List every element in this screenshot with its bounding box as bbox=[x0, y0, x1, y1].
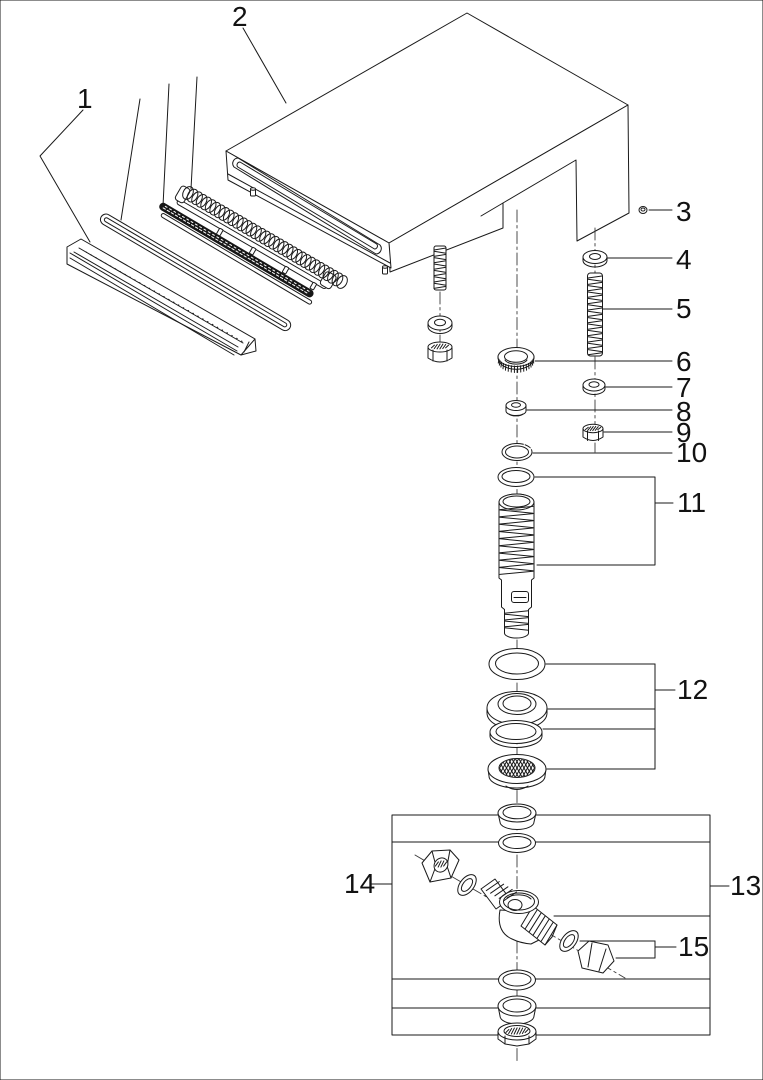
callout-5: 5 bbox=[676, 293, 692, 324]
cascade-coil-rail bbox=[174, 185, 337, 291]
spout-slot bbox=[232, 157, 382, 255]
o-ring-box-top bbox=[498, 833, 536, 853]
cascade-gasket bbox=[99, 213, 292, 332]
bevel-ring-bottom bbox=[497, 995, 537, 1025]
o-ring-box-lower bbox=[498, 969, 536, 991]
screw-3 bbox=[638, 206, 648, 214]
callout-1-leaders bbox=[39, 76, 198, 243]
bracket-12 bbox=[542, 663, 676, 770]
decorations bbox=[182, 186, 603, 1035]
hex-locknut-bottom bbox=[497, 1022, 537, 1047]
connector-box bbox=[391, 814, 711, 1036]
knurled-ring-6 bbox=[497, 347, 535, 370]
strainer-nut-12 bbox=[487, 754, 547, 790]
callout-2-leader bbox=[242, 27, 287, 104]
callout-2: 2 bbox=[232, 1, 248, 32]
riser-tube-11 bbox=[498, 493, 535, 639]
callout-13: 13 bbox=[730, 870, 761, 901]
bracket-15 bbox=[579, 940, 677, 959]
ring-10 bbox=[501, 440, 534, 461]
callout-3: 3 bbox=[676, 196, 692, 227]
box-13 bbox=[391, 814, 711, 1036]
washer-7 bbox=[582, 378, 606, 395]
cascade-mesh-strip bbox=[159, 202, 314, 305]
callout-7: 7 bbox=[676, 372, 692, 403]
callout-8: 8 bbox=[676, 396, 692, 427]
cascade-insert bbox=[66, 185, 337, 356]
callout-15: 15 bbox=[678, 931, 709, 962]
washer-left-stud bbox=[427, 315, 453, 334]
ring-12 bbox=[489, 720, 543, 748]
spout-body bbox=[225, 12, 630, 275]
callout-labels: 1 2 3 4 5 6 7 8 9 10 11 12 13 14 15 bbox=[77, 1, 761, 962]
callout-6: 6 bbox=[676, 346, 692, 377]
callout-leaders bbox=[370, 206, 730, 959]
set-screw-left bbox=[250, 187, 256, 197]
callout-14: 14 bbox=[344, 868, 375, 899]
callout-11: 11 bbox=[677, 487, 706, 518]
o-ring-12 bbox=[488, 648, 546, 680]
callout-10: 10 bbox=[676, 437, 707, 468]
washer-tee-right bbox=[559, 930, 579, 952]
escutcheon-12 bbox=[486, 691, 548, 730]
tee-assembly bbox=[421, 849, 615, 974]
set-screw-right bbox=[382, 265, 388, 275]
cascade-tray bbox=[66, 238, 257, 356]
callout-12: 12 bbox=[677, 674, 708, 705]
compression-nut bbox=[421, 849, 460, 883]
bracket-11 bbox=[534, 476, 656, 566]
cap-8 bbox=[505, 400, 527, 417]
callout-1: 1 bbox=[77, 83, 93, 114]
callout-9: 9 bbox=[676, 417, 692, 448]
o-ring-11 bbox=[497, 467, 535, 487]
spout-side-face bbox=[388, 104, 630, 273]
bevel-ring-top bbox=[497, 803, 537, 830]
callout-4: 4 bbox=[676, 244, 692, 275]
washer-tee-left bbox=[457, 874, 477, 896]
washer-4 bbox=[582, 250, 608, 268]
